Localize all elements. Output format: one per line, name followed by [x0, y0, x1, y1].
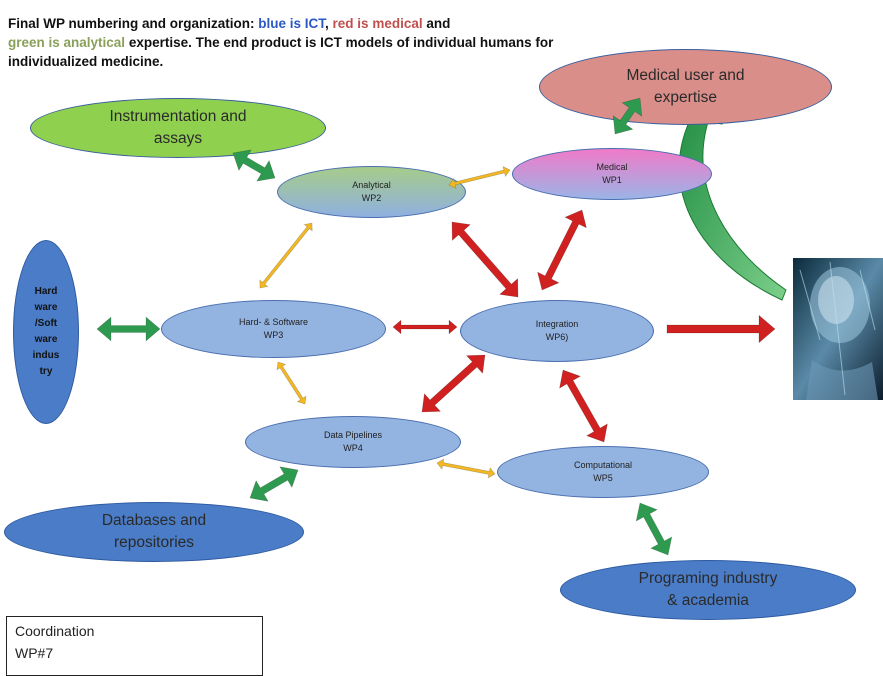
- pipelines-wp4-node: Data Pipelines WP4: [245, 416, 461, 468]
- coordination-label: Coordination: [15, 623, 95, 639]
- node-label: WP4: [343, 443, 363, 453]
- node-label: Medical user and: [626, 67, 745, 84]
- node-label: assays: [153, 130, 203, 147]
- node-label: WP6): [545, 332, 569, 342]
- computational-wp5-node: Computational WP5: [497, 446, 709, 498]
- node-label: Hard: [34, 286, 58, 297]
- node-label: ware: [34, 302, 58, 313]
- node-label: Instrumentation and: [109, 108, 247, 125]
- databases-node: Databases and repositories: [4, 502, 304, 562]
- node-label: expertise: [654, 89, 717, 106]
- node-label: Programing industry: [638, 570, 778, 587]
- node-label: Analytical: [352, 180, 391, 190]
- hardsoftware-wp3-node: Hard- & Software WP3: [161, 300, 386, 358]
- title-text: and: [422, 16, 451, 31]
- node-label: Hard- & Software: [238, 317, 309, 327]
- node-label: repositories: [113, 534, 195, 551]
- title-text: ,: [325, 16, 333, 31]
- node-label: WP3: [263, 330, 284, 340]
- node-label: ware: [34, 334, 58, 345]
- node-label: Integration: [535, 319, 579, 329]
- title-text: expertise. The end product is ICT models…: [8, 35, 554, 69]
- coordination-wp-label: WP#7: [15, 645, 54, 661]
- title-green-text: green is analytical: [8, 35, 126, 50]
- node-label: try: [39, 366, 53, 377]
- node-label: Databases and: [101, 512, 207, 529]
- analytical-wp2-node: Analytical WP2: [277, 166, 466, 218]
- medical-user-node: Medical user and expertise: [539, 49, 832, 125]
- node-label: Data Pipelines: [323, 430, 383, 440]
- integration-wp6-node: Integration WP6): [460, 300, 654, 362]
- human-model-image: [793, 258, 883, 400]
- node-label: WP5: [593, 473, 613, 483]
- coordination-box: Coordination WP#7: [6, 616, 263, 676]
- node-label: Medical: [596, 162, 628, 172]
- node-label: & academia: [667, 592, 749, 609]
- hardware-industry-node: Hard ware /Soft ware indus try: [13, 240, 79, 424]
- title-red-text: red is medical: [332, 16, 423, 31]
- diagram-title: Final WP numbering and organization: blu…: [8, 14, 608, 71]
- medical-wp1-node: Medical WP1: [512, 148, 712, 200]
- node-label: /Soft: [34, 318, 58, 329]
- node-label: WP2: [361, 193, 382, 203]
- title-blue-text: blue is ICT: [258, 16, 326, 31]
- node-label: indus: [32, 350, 60, 361]
- instrumentation-node: Instrumentation and assays: [30, 98, 326, 158]
- node-label: WP1: [602, 175, 622, 185]
- programming-node: Programing industry & academia: [560, 560, 856, 620]
- node-label: Computational: [573, 460, 633, 470]
- title-text: Final WP numbering and organization:: [8, 16, 259, 31]
